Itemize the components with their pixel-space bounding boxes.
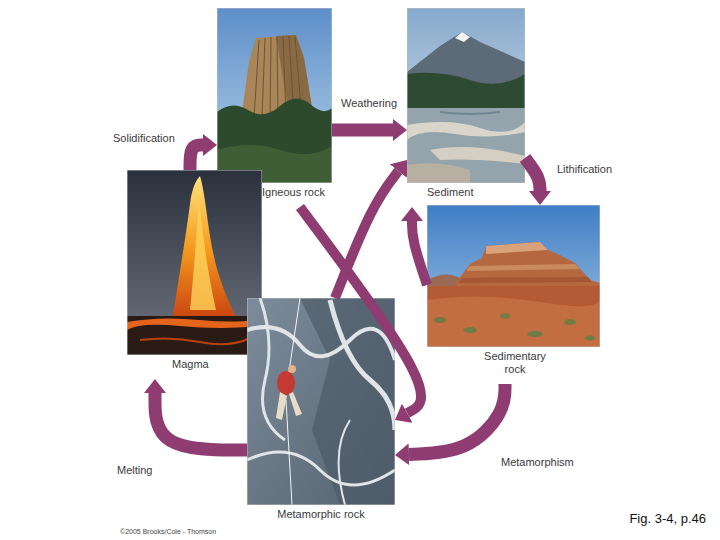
process-label: Metamorphism	[500, 456, 575, 469]
cycle-arrow	[525, 158, 540, 191]
copyright-notice: ©2005 Brooks/Cole - Thomson	[120, 527, 216, 536]
rock-stage: Sedimentary rock	[427, 205, 600, 384]
magma-photo	[127, 170, 262, 355]
figure-reference: Fig. 3-4, p.46	[629, 511, 706, 526]
stage-label: Sedimentary rock	[475, 350, 555, 376]
sedimentary-photo	[427, 205, 600, 347]
cycle-arrow	[412, 221, 427, 285]
rock-stage: Magma	[127, 170, 262, 379]
stage-label: Magma	[172, 358, 222, 371]
metamorphic-photo	[247, 298, 395, 505]
cycle-arrow	[155, 393, 247, 450]
process-label: Melting	[116, 464, 153, 477]
process-label: Lithification	[556, 163, 613, 176]
process-label: Solidification	[112, 132, 176, 145]
sediment-photo	[407, 8, 525, 183]
igneous-photo	[217, 8, 332, 183]
rock-stage: Igneous rock	[217, 8, 332, 207]
cycle-arrow	[332, 124, 393, 137]
stage-label: Metamorphic rock	[267, 508, 375, 521]
rock-stage: Metamorphic rock	[247, 298, 395, 529]
process-label: Weathering	[340, 97, 398, 110]
rock-stage: Sediment	[407, 8, 525, 207]
stage-label: Igneous rock	[262, 186, 332, 199]
cycle-arrow	[335, 171, 398, 298]
stage-label: Sediment	[427, 186, 487, 199]
cycle-arrow	[190, 145, 203, 170]
